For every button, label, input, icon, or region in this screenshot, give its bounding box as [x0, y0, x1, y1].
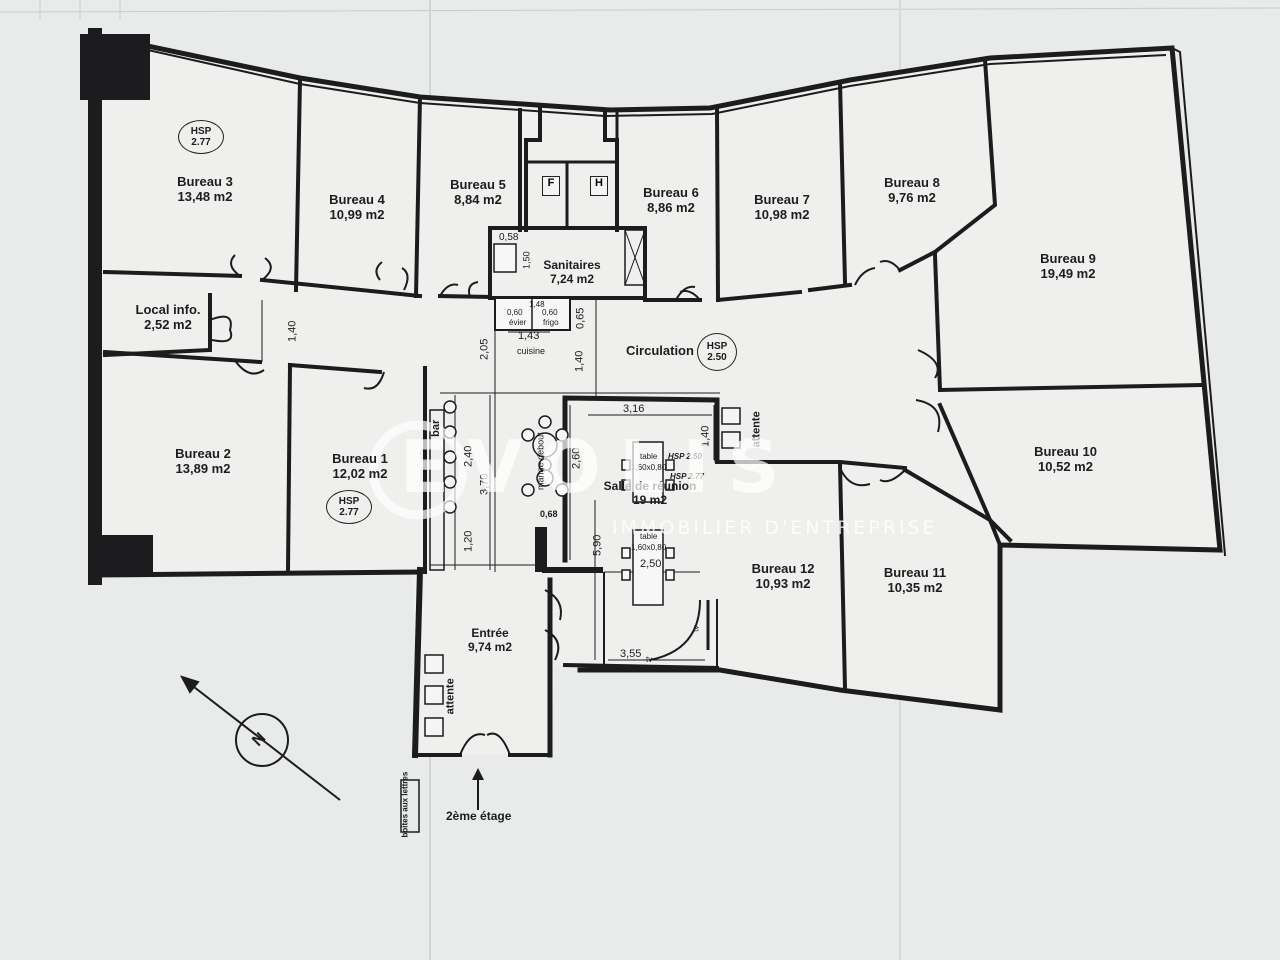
- table-size: 1,60x0,80: [631, 543, 667, 552]
- table-label: table: [640, 452, 658, 461]
- room-bureau-7: Bureau 7 10,98 m2: [742, 192, 822, 223]
- room-bureau-11: Bureau 11 10,35 m2: [870, 565, 960, 596]
- hsp-value: 2.50: [707, 352, 727, 363]
- room-name: Bureau 6: [643, 185, 699, 200]
- room-salle-reunion: Salle de réunion 19 m2: [600, 479, 700, 508]
- room-area: 9,74 m2: [467, 639, 513, 654]
- room-name: Bureau 5: [450, 177, 506, 192]
- dimension-label: 1,40: [286, 320, 299, 343]
- room-bureau-2: Bureau 2 13,89 m2: [158, 446, 248, 477]
- room-area: 8,86 m2: [647, 199, 695, 215]
- toilet-h-label: H: [595, 177, 603, 189]
- dimension-label: 5,90: [591, 534, 604, 557]
- dimension-label: 1,20: [462, 530, 475, 553]
- room-name: Bureau 4: [329, 192, 385, 207]
- watermark-brand: EVOLIS: [400, 425, 798, 509]
- meeting-hsp-inline-1: HSP 2.50: [668, 452, 702, 461]
- hsp-label: HSP: [706, 341, 728, 352]
- room-local-info: Local info. 2,52 m2: [118, 302, 218, 333]
- room-name: Salle de réunion: [603, 479, 697, 493]
- toilet-f-icon: F: [542, 176, 560, 196]
- tv-label: tv: [646, 655, 653, 664]
- room-area: 13,48 m2: [177, 188, 233, 204]
- dimension-label: 0,60: [507, 308, 523, 317]
- room-bureau-3: Bureau 3 13,48 m2: [165, 174, 245, 205]
- room-sanitaires: Sanitaires 7,24 m2: [530, 258, 614, 287]
- toilet-h-icon: H: [590, 176, 608, 196]
- room-name: Bureau 2: [175, 446, 231, 461]
- hsp-badge: HSP 2.77: [326, 490, 372, 524]
- dimension-label: 1,50: [521, 251, 532, 269]
- tv-label: tv: [691, 625, 701, 632]
- hsp-badge: HSP 2.50: [697, 333, 737, 371]
- room-name: Bureau 9: [1040, 251, 1096, 266]
- room-name: Local info.: [135, 302, 201, 317]
- room-name: Sanitaires: [543, 258, 601, 272]
- dimension-label: 0,65: [574, 307, 587, 330]
- room-area: 19 m2: [632, 492, 668, 507]
- room-name: Bureau 7: [754, 192, 810, 207]
- hsp-value: 2.77: [191, 137, 211, 148]
- dimension-label: 1,43: [518, 330, 540, 342]
- boites-aux-lettres-label: boites aux lettres: [400, 771, 410, 838]
- room-entree: Entrée 9,74 m2: [455, 626, 525, 655]
- cuisine-label: cuisine: [517, 346, 546, 356]
- frigo-label: frigo: [543, 318, 559, 327]
- room-name: Bureau 3: [177, 174, 233, 189]
- room-name: Bureau 10: [1034, 444, 1097, 459]
- room-bureau-4: Bureau 4 10,99 m2: [322, 192, 392, 223]
- dimension-label: 1,40: [573, 350, 586, 373]
- room-area: 12,02 m2: [332, 465, 388, 481]
- dimension-label: 2,05: [478, 338, 491, 361]
- room-area: 10,35 m2: [887, 579, 943, 595]
- room-area: 2,52 m2: [144, 316, 192, 332]
- room-bureau-10: Bureau 10 10,52 m2: [1018, 444, 1113, 475]
- evier-label: évier: [509, 318, 527, 327]
- room-name: Bureau 1: [332, 451, 388, 466]
- room-area: 7,24 m2: [549, 271, 595, 286]
- room-area: 10,52 m2: [1038, 458, 1093, 474]
- toilet-f-label: F: [547, 177, 555, 189]
- room-area: 9,76 m2: [888, 189, 936, 205]
- dimension-label: 3,16: [623, 403, 645, 415]
- room-bureau-12: Bureau 12 10,93 m2: [738, 561, 828, 592]
- hsp-label: HSP: [190, 126, 212, 137]
- room-name: Bureau 8: [884, 175, 940, 190]
- room-bureau-1: Bureau 1 12,02 m2: [320, 451, 400, 482]
- room-bureau-5: Bureau 5 8,84 m2: [443, 177, 513, 208]
- table-size: 1,60x0,80: [631, 463, 667, 472]
- dimension-label: 1,48: [529, 300, 545, 309]
- dimension-label: 3,55: [620, 648, 642, 660]
- room-area: 19,49 m2: [1040, 265, 1096, 281]
- room-circulation: Circulation: [620, 343, 700, 359]
- room-name: Bureau 12: [751, 561, 815, 576]
- hsp-value: 2.77: [339, 507, 359, 518]
- room-bureau-9: Bureau 9 19,49 m2: [1023, 251, 1113, 282]
- watermark-tagline: IMMOBILIER D'ENTREPRISE: [612, 517, 938, 539]
- room-area: 8,84 m2: [454, 191, 502, 207]
- meeting-hsp-inline-2: HSP 2.77: [670, 472, 704, 481]
- hsp-label: HSP: [338, 496, 360, 507]
- dimension-label: 0,68: [540, 509, 558, 519]
- room-area: 13,89 m2: [175, 460, 231, 476]
- attente-label: attente: [444, 678, 457, 715]
- room-area: 10,98 m2: [754, 206, 810, 222]
- dimension-label: 0,58: [499, 232, 519, 243]
- dimension-label: 0,60: [542, 308, 558, 317]
- table-label: table: [640, 532, 658, 541]
- room-name: Bureau 11: [883, 565, 947, 580]
- room-bureau-6: Bureau 6 8,86 m2: [636, 185, 706, 216]
- hsp-badge: HSP 2.77: [178, 120, 224, 154]
- etage-label: 2ème étage: [446, 809, 512, 823]
- dimension-label: 2,50: [640, 558, 662, 570]
- room-bureau-8: Bureau 8 9,76 m2: [872, 175, 952, 206]
- room-name: Entrée: [471, 626, 509, 640]
- room-area: 10,93 m2: [755, 575, 811, 591]
- room-area: 10,99 m2: [329, 206, 385, 222]
- room-name: Circulation: [626, 343, 694, 358]
